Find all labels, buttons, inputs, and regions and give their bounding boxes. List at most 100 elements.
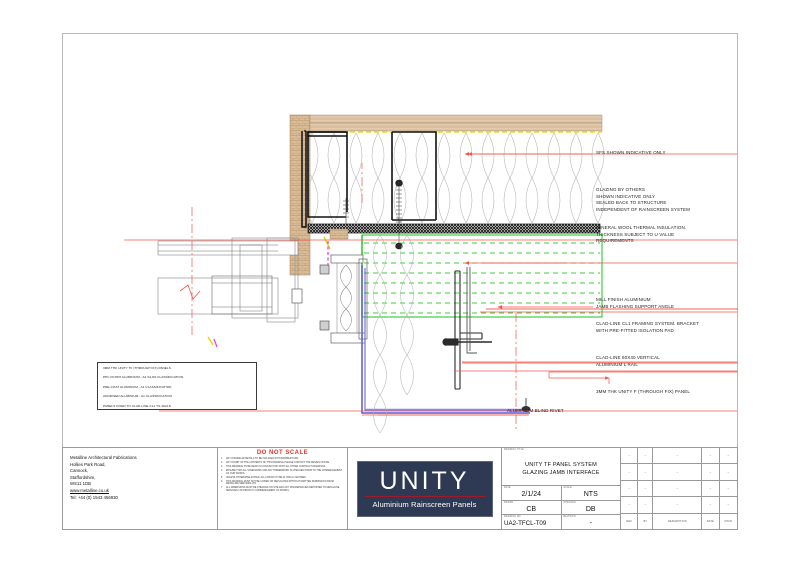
revision-cell-date: - (702, 497, 720, 513)
callout-panel: 3MM THK UNITY F (THROUGH FIX) PANEL (596, 389, 690, 396)
note-item: 3. THIS DRAWING TO BE READ IN CONJUNCTIO… (221, 466, 344, 469)
callout-line: MILL FINISH ALUMINIUM (596, 297, 651, 302)
drawn-label: DRAWN (504, 501, 514, 504)
scale-cell: SCALE NTS (560, 486, 621, 500)
note-text: ALL DIMENSIONS MUST BE CHECKED ON SITE A… (226, 487, 340, 493)
revision-row: - - - - - (621, 464, 737, 481)
note-item: 2. ANY DOUBT OF THE CONTENTS OF THIS DRA… (221, 462, 344, 465)
note-number: 5. (221, 476, 223, 479)
revision-cell-by: - (638, 497, 654, 513)
note-number: 4. (221, 469, 223, 472)
note-number: 3. (221, 465, 223, 468)
callout-bracket: CLAD-LINE CL1 FRAMING SYSTEM. BRACKET WI… (596, 321, 699, 334)
scale-value: NTS (583, 491, 598, 499)
revision-cell-date: - (702, 480, 720, 497)
company-name: Metalline Architectural Fabrications (70, 455, 137, 460)
drawing-title-cell: DRAWING TITLE UNITY TF PANEL SYSTEM GLAZ… (502, 448, 620, 477)
revision-cell-by: - (638, 448, 654, 464)
revision-header-row: REV BY DESCRIPTION DATE CHKD (621, 513, 737, 530)
legend-line: 3MM THK UNITY TF (THROUGH FIX) PANELS (103, 366, 171, 370)
company-website-link[interactable]: www.metalline.co.uk (70, 487, 109, 493)
company-address-line1: Hollies Park Road, (70, 461, 106, 467)
company-postcode: WS11 1DB (70, 481, 91, 487)
note-text: THIS DRAWING MUST NOT BE COPIED OR REPLI… (226, 480, 334, 486)
legend-line: ANODISED ALUMINIUM - A1 CLASSIFICATION (103, 394, 172, 399)
company-details: Metalline Architectural Fabrications Hol… (63, 448, 218, 529)
callout-line: INDEPENDENT OF RAINSCREEN SYSTEM (596, 206, 691, 212)
do-not-scale-heading: DO NOT SCALE (256, 450, 309, 456)
note-text: THIS DRAWING TO BE READ IN CONJUNCTION W… (226, 465, 326, 468)
revision-cell-date: - (702, 464, 720, 480)
logo-brand-text: UNITY (379, 466, 470, 495)
revision-header-description: DESCRIPTION (653, 513, 703, 530)
note-item: 5. UNLESS OTHERWISE STATED, ALL FIXINGS … (221, 477, 344, 480)
drawing-number-value: UA2-TFCL-T09 (504, 520, 547, 528)
revision-header-chkd: CHKD (724, 519, 733, 523)
note-number: 7. (221, 487, 223, 490)
drawing-title-line2: GLAZING JAMB INTERFACE (522, 470, 600, 476)
callout-line: SFS SHOWN INDICATIVE ONLY (596, 150, 666, 155)
revision-table: - - - - - - - - - - - - - - (621, 448, 737, 530)
legend-line: PRE-COAT ALUMINIUM - A1 CLASSIFICATION (103, 384, 172, 389)
revision-cell-chkd: - (727, 453, 730, 459)
revision-cell-rev: - (621, 448, 639, 464)
drawn-checked-row: DRAWN CB CHECKED DB (502, 500, 621, 516)
callout-line: MINERAL WOOL THERMAL INSULATION. (596, 225, 687, 230)
revision-header-rev: REV (621, 513, 639, 530)
note-item: 6. THIS DRAWING MUST NOT BE COPIED OR RE… (221, 481, 344, 487)
callout-line: GLAZING BY OTHERS (596, 187, 645, 192)
revision-cell-by: - (638, 480, 654, 497)
callout-l-rail: CLAD-LINE 60X40 VERTICAL ALUMINIUM L RAI… (596, 355, 660, 368)
note-text: ANY DISSIMILAR METALS TO BE ISOLATED WIT… (226, 458, 299, 460)
date-cell: DATE 2/1/24 (502, 486, 561, 500)
revision-cell-chkd: - (727, 502, 730, 508)
revision-cell: REVISION - (560, 515, 621, 530)
callout-line: CLAD-LINE 60X40 VERTICAL (596, 355, 660, 360)
unity-logo-cell: UNITY Aluminium Rainscreen Panels (348, 448, 502, 529)
revision-cell-description: - (653, 448, 703, 464)
callout-line: SHOWN INDICATIVE ONLY (596, 193, 656, 199)
legend-line: PANELS FIXED TO CLAD-LINE CL1 T/L RAILS (103, 403, 171, 408)
note-text: ANY DOUBT OF THE CONTENTS OF THIS DRAWIN… (226, 461, 330, 464)
checked-cell: CHECKED DB (560, 500, 621, 515)
checked-label: CHECKED (563, 501, 576, 504)
callout-jamb-angle: MILL FINISH ALUMINIUM JAMB FLASHING SUPP… (596, 297, 674, 310)
drawing-title-row: DRAWING TITLE UNITY TF PANEL SYSTEM GLAZ… (502, 448, 620, 487)
revision-cell-chkd: - (727, 469, 730, 475)
callout-blind-rivet: ALUMINIUM BLIND RIVET (507, 408, 564, 415)
callout-line: THICKNESS SUBJECT TO U VALUE (596, 231, 675, 237)
drawing-number-cell: DRAWING NO. UA2-TFCL-T09 (502, 515, 561, 529)
revision-cell-by: - (638, 464, 654, 480)
technical-drawing-canvas (62, 33, 738, 530)
note-item: 1. ANY DISSIMILAR METALS TO BE ISOLATED … (221, 458, 344, 461)
revision-cell-rev: - (621, 480, 639, 497)
revision-cell-date: - (702, 448, 720, 464)
drawing-metadata: DRAWING TITLE UNITY TF PANEL SYSTEM GLAZ… (502, 448, 621, 530)
callout-line: ALUMINIUM L RAIL (596, 361, 639, 367)
revision-cell-description: - (653, 480, 703, 497)
drawing-title-label: DRAWING TITLE (504, 449, 524, 451)
callout-line: 3MM THK UNITY F (THROUGH FIX) PANEL (596, 389, 690, 394)
company-telephone: Tel: +44 (0) 1543 456930 (70, 494, 118, 500)
callout-glazing: GLAZING BY OTHERS SHOWN INDICATIVE ONLY … (596, 187, 690, 213)
legend-line: PPC FINISH ALUMINIUM - A2-S1,D0 CLASSIFI… (103, 375, 184, 380)
logo-tagline: Aluminium Rainscreen Panels (372, 500, 477, 510)
drawing-number-label: DRAWING NO. (504, 516, 522, 519)
callout-insulation: MINERAL WOOL THERMAL INSULATION. THICKNE… (596, 225, 686, 245)
drawn-value: CB (526, 505, 537, 513)
checked-value: DB (585, 505, 596, 513)
revision-header-date: DATE (702, 513, 720, 530)
note-text: UNLESS OTHERWISE STATED, ALL FIXINGS TO … (226, 476, 307, 479)
company-address-line3: Staffordshire, (70, 474, 96, 480)
panel-specification-legend: 3MM THK UNITY TF (THROUGH FIX) PANELS PP… (97, 362, 257, 410)
note-item: 4. ENSURE THAT ALL STEELWORK AND ANY TIM… (221, 470, 344, 476)
callout-line: WITH PRE-FITTED ISOLATION PAD (596, 327, 674, 333)
title-block: Metalline Architectural Fabrications Hol… (62, 447, 738, 530)
unity-logo: UNITY Aluminium Rainscreen Panels (356, 460, 493, 517)
callout-line: CLAD-LINE CL1 FRAMING SYSTEM. BRACKET (596, 321, 699, 326)
date-value: 2/1/24 (521, 491, 541, 499)
revision-cell-rev: - (621, 497, 639, 513)
revision-row: - - - - - (621, 497, 737, 514)
revision-header-by: BY (638, 513, 654, 530)
